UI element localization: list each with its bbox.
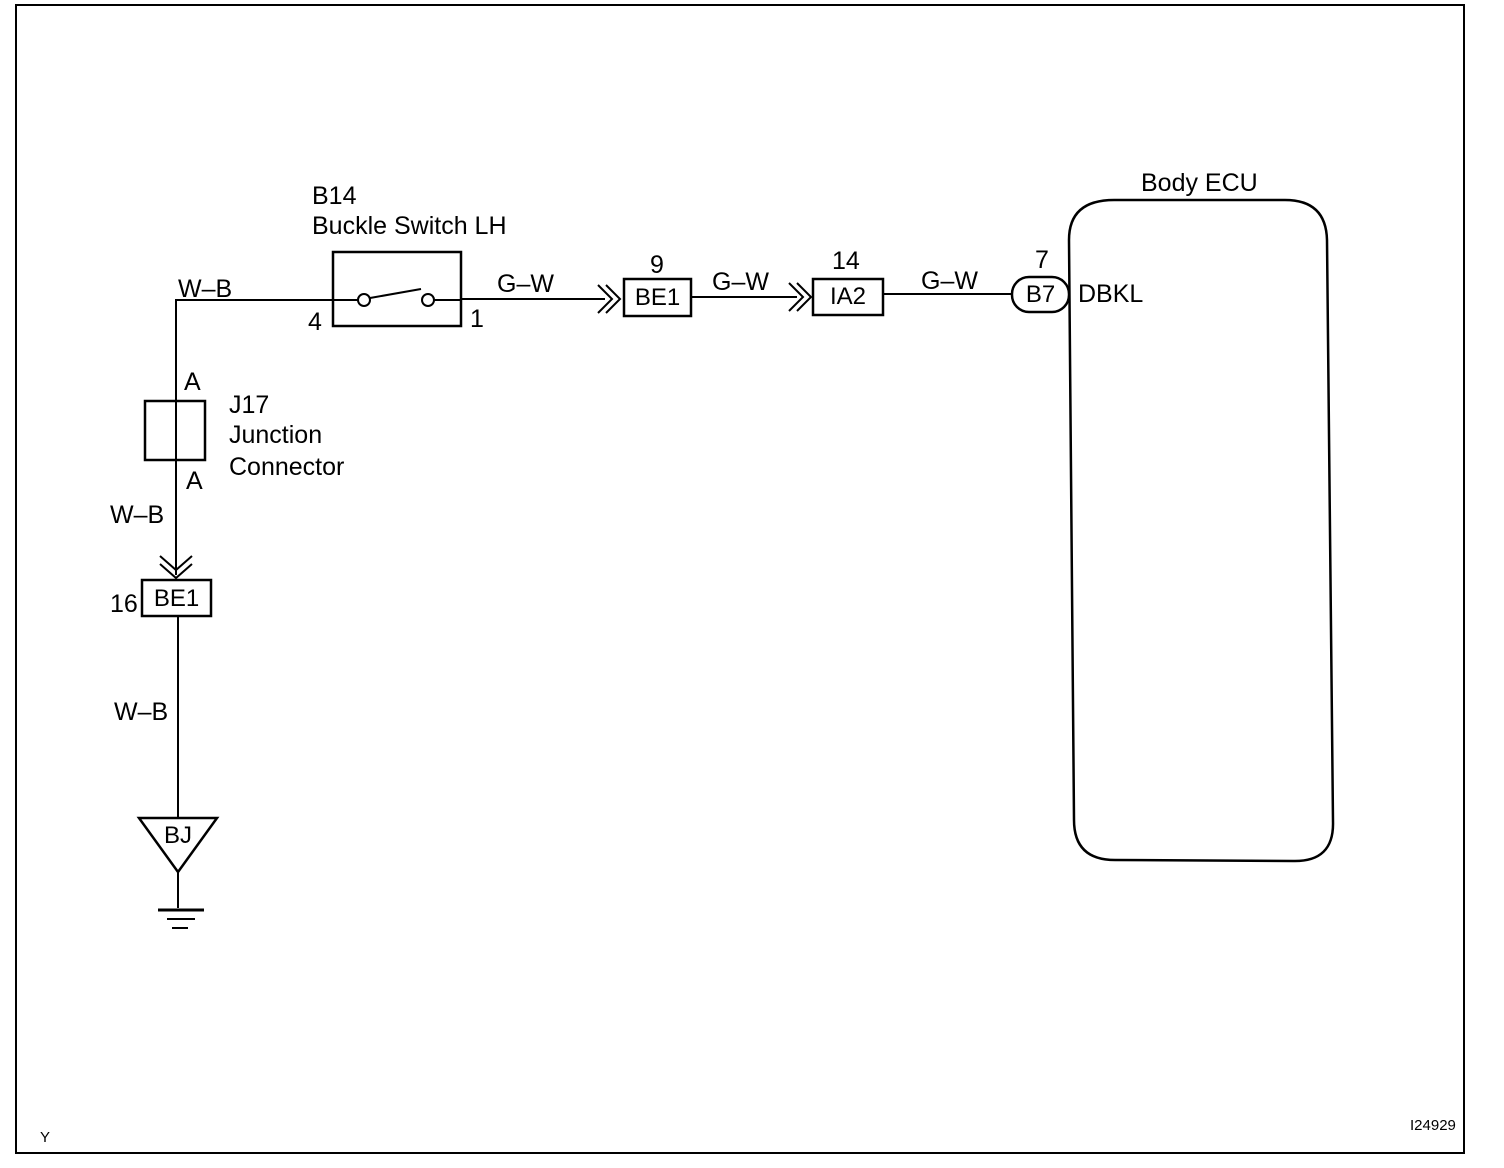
buckle-switch-code: B14 [312, 182, 357, 210]
connector-be1-left-label: BE1 [153, 585, 200, 612]
connector-arrow-2 [788, 282, 805, 312]
junction-code: J17 [229, 391, 270, 419]
wire-label-gw-3: G–W [921, 267, 978, 295]
connector-ia2-pin: 14 [832, 247, 860, 275]
junction-pin-bottom: A [186, 467, 203, 495]
diagram-frame [15, 4, 1465, 1154]
body-ecu-title: Body ECU [1141, 169, 1258, 197]
figure-id: I24929 [1410, 1117, 1456, 1134]
wire-wb-top [175, 299, 333, 402]
buckle-switch-pin-left: 4 [308, 308, 322, 336]
connector-b7-label: B7 [1025, 281, 1056, 308]
wire-label-wb-mid: W–B [110, 501, 165, 529]
buckle-switch-pin-right: 1 [470, 305, 484, 333]
ground-triangle [136, 816, 220, 875]
connector-be1-left-pin: 16 [110, 590, 138, 618]
junction-name-line1: Junction [229, 421, 323, 449]
buckle-switch-box [331, 250, 463, 328]
wire-label-gw-2: G–W [712, 268, 769, 296]
connector-be1-top-label: BE1 [634, 284, 681, 311]
buckle-switch-name: Buckle Switch LH [312, 212, 507, 240]
wire-label-wb-low: W–B [114, 698, 169, 726]
connector-be1-left-box [140, 578, 213, 618]
junction-pin-top: A [184, 368, 201, 396]
connector-be1-top-pin: 9 [650, 251, 664, 279]
ground-label: BJ [163, 822, 192, 849]
body-ecu-box [1067, 198, 1335, 863]
connector-b7-pin: 7 [1035, 246, 1049, 274]
body-ecu-terminal: DBKL [1078, 280, 1144, 308]
connector-arrow-1 [597, 284, 614, 314]
wire-label-gw-1: G–W [497, 270, 554, 298]
junction-name-line2: Connector [229, 453, 345, 481]
connector-arrow-3 [159, 555, 193, 572]
connector-ia2-label: IA2 [829, 283, 867, 310]
connector-ia2-box [811, 277, 885, 317]
footer-left-code: Y [40, 1129, 51, 1146]
wire-label-wb-top: W–B [178, 275, 233, 303]
